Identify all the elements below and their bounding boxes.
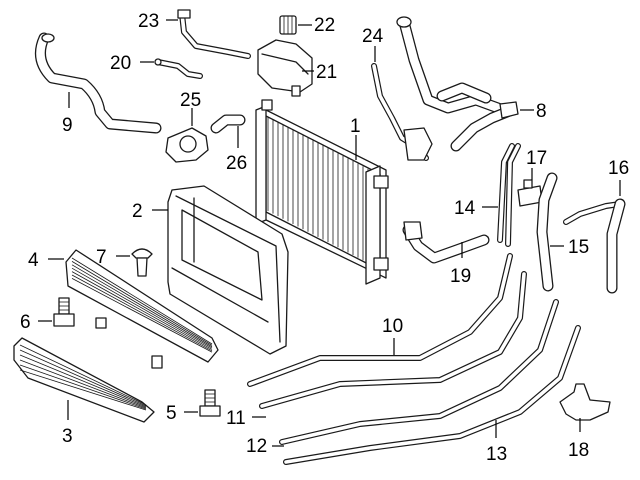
- callout-24: 24: [362, 26, 384, 47]
- callout-20: 20: [110, 53, 131, 74]
- bolt-5: [184, 389, 221, 417]
- callout-10: 10: [382, 316, 403, 337]
- pipe-16: [563, 180, 626, 294]
- hose-elbow-26: [210, 114, 246, 148]
- bracket-18: [559, 383, 611, 432]
- hose-15: [536, 172, 564, 292]
- callout-21: 21: [316, 62, 337, 83]
- callout-11: 11: [226, 408, 246, 429]
- bracket-pipe-23: [166, 9, 251, 59]
- callout-2: 2: [132, 201, 143, 222]
- callout-4: 4: [28, 250, 39, 271]
- callout-1: 1: [350, 116, 361, 137]
- callout-labels: 1 2 3 4 5 6 7 8 9 10 11 12 13 14 15 16 1…: [20, 11, 629, 465]
- expansion-tank: [257, 39, 314, 97]
- callout-13: 13: [486, 444, 507, 465]
- callout-26: 26: [226, 153, 247, 174]
- callout-25: 25: [180, 90, 201, 111]
- push-clip: [116, 248, 153, 277]
- auxiliary-cooler: [48, 249, 219, 369]
- thermostat-housing: [165, 108, 209, 163]
- callout-18: 18: [568, 440, 589, 461]
- hose-assembly-8: [396, 16, 534, 152]
- callout-14: 14: [454, 198, 476, 219]
- tank-cap: [279, 15, 312, 35]
- callout-5: 5: [166, 403, 177, 424]
- callout-12: 12: [246, 436, 267, 457]
- air-shroud: [152, 185, 289, 355]
- callout-23: 23: [138, 11, 159, 32]
- callout-17: 17: [526, 148, 547, 169]
- sensor-17: [517, 168, 543, 207]
- callout-3: 3: [62, 426, 73, 447]
- lower-grille: [13, 337, 155, 423]
- upper-hose: [34, 32, 162, 134]
- oil-lines: [247, 253, 581, 465]
- small-pipe-20: [140, 58, 203, 79]
- callout-22: 22: [314, 15, 335, 36]
- twin-tubes-14: [482, 143, 521, 247]
- bolt-6: [38, 297, 75, 327]
- callout-16: 16: [608, 158, 629, 179]
- callout-6: 6: [20, 312, 31, 333]
- hose-19: [402, 221, 490, 264]
- return-pipe-24: [371, 46, 433, 161]
- callout-9: 9: [62, 115, 73, 136]
- callout-15: 15: [568, 237, 589, 258]
- callout-19: 19: [450, 266, 471, 287]
- radiator: [255, 99, 389, 285]
- callout-8: 8: [536, 101, 547, 122]
- callout-7: 7: [96, 247, 107, 268]
